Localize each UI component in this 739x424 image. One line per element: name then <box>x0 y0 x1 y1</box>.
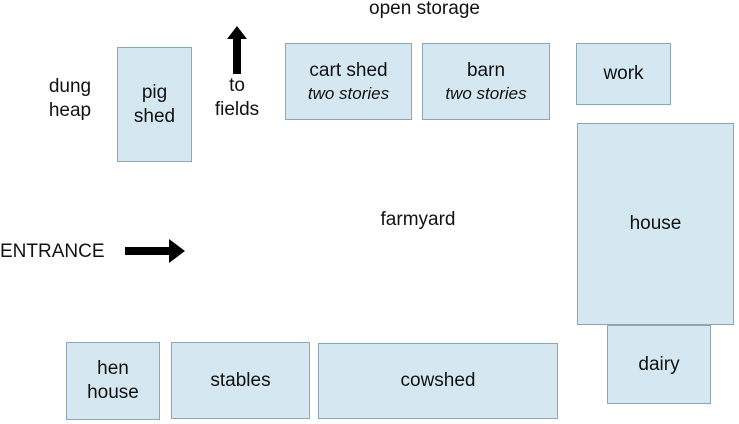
cart-shed-note: two stories <box>307 83 390 103</box>
stables-name: stables <box>210 369 271 391</box>
farmyard-label: farmyard <box>380 209 456 230</box>
dairy-name: dairy <box>638 353 680 375</box>
dairy-building: dairy <box>607 325 711 404</box>
work-name: work <box>603 63 644 84</box>
dung-heap-line-2: heap <box>48 100 92 121</box>
cart-shed-building: cart shed two stories <box>285 43 412 120</box>
stables-building: stables <box>171 342 310 419</box>
pig-shed-line-2: shed <box>133 105 176 127</box>
dung-heap-line-1: dung <box>48 76 92 97</box>
hen-house-line-2: house <box>87 382 139 403</box>
entrance-label: ENTRANCE <box>0 241 105 262</box>
barn-building: barn two stories <box>422 43 550 120</box>
arrow-right-icon <box>125 239 185 263</box>
hen-house-line-1: hen <box>97 358 129 379</box>
house-name: house <box>629 213 682 234</box>
to-fields-line-2: fields <box>214 99 260 120</box>
hen-house-building: hen house <box>66 342 160 420</box>
cart-shed-name: cart shed <box>309 59 388 81</box>
barn-name: barn <box>466 59 506 81</box>
house-building: house <box>577 123 734 325</box>
pig-shed-line-1: pig <box>141 81 168 103</box>
open-storage-label: open storage <box>369 0 480 19</box>
barn-note: two stories <box>445 83 527 103</box>
cowshed-name: cowshed <box>400 370 476 391</box>
work-building: work <box>576 43 671 105</box>
pig-shed-building: pig shed <box>117 47 192 162</box>
to-fields-label: to fields <box>209 74 265 122</box>
dung-heap-label: dung heap <box>42 75 98 123</box>
cowshed-building: cowshed <box>318 343 558 419</box>
arrow-up-icon <box>227 26 247 74</box>
to-fields-line-1: to <box>229 75 245 96</box>
